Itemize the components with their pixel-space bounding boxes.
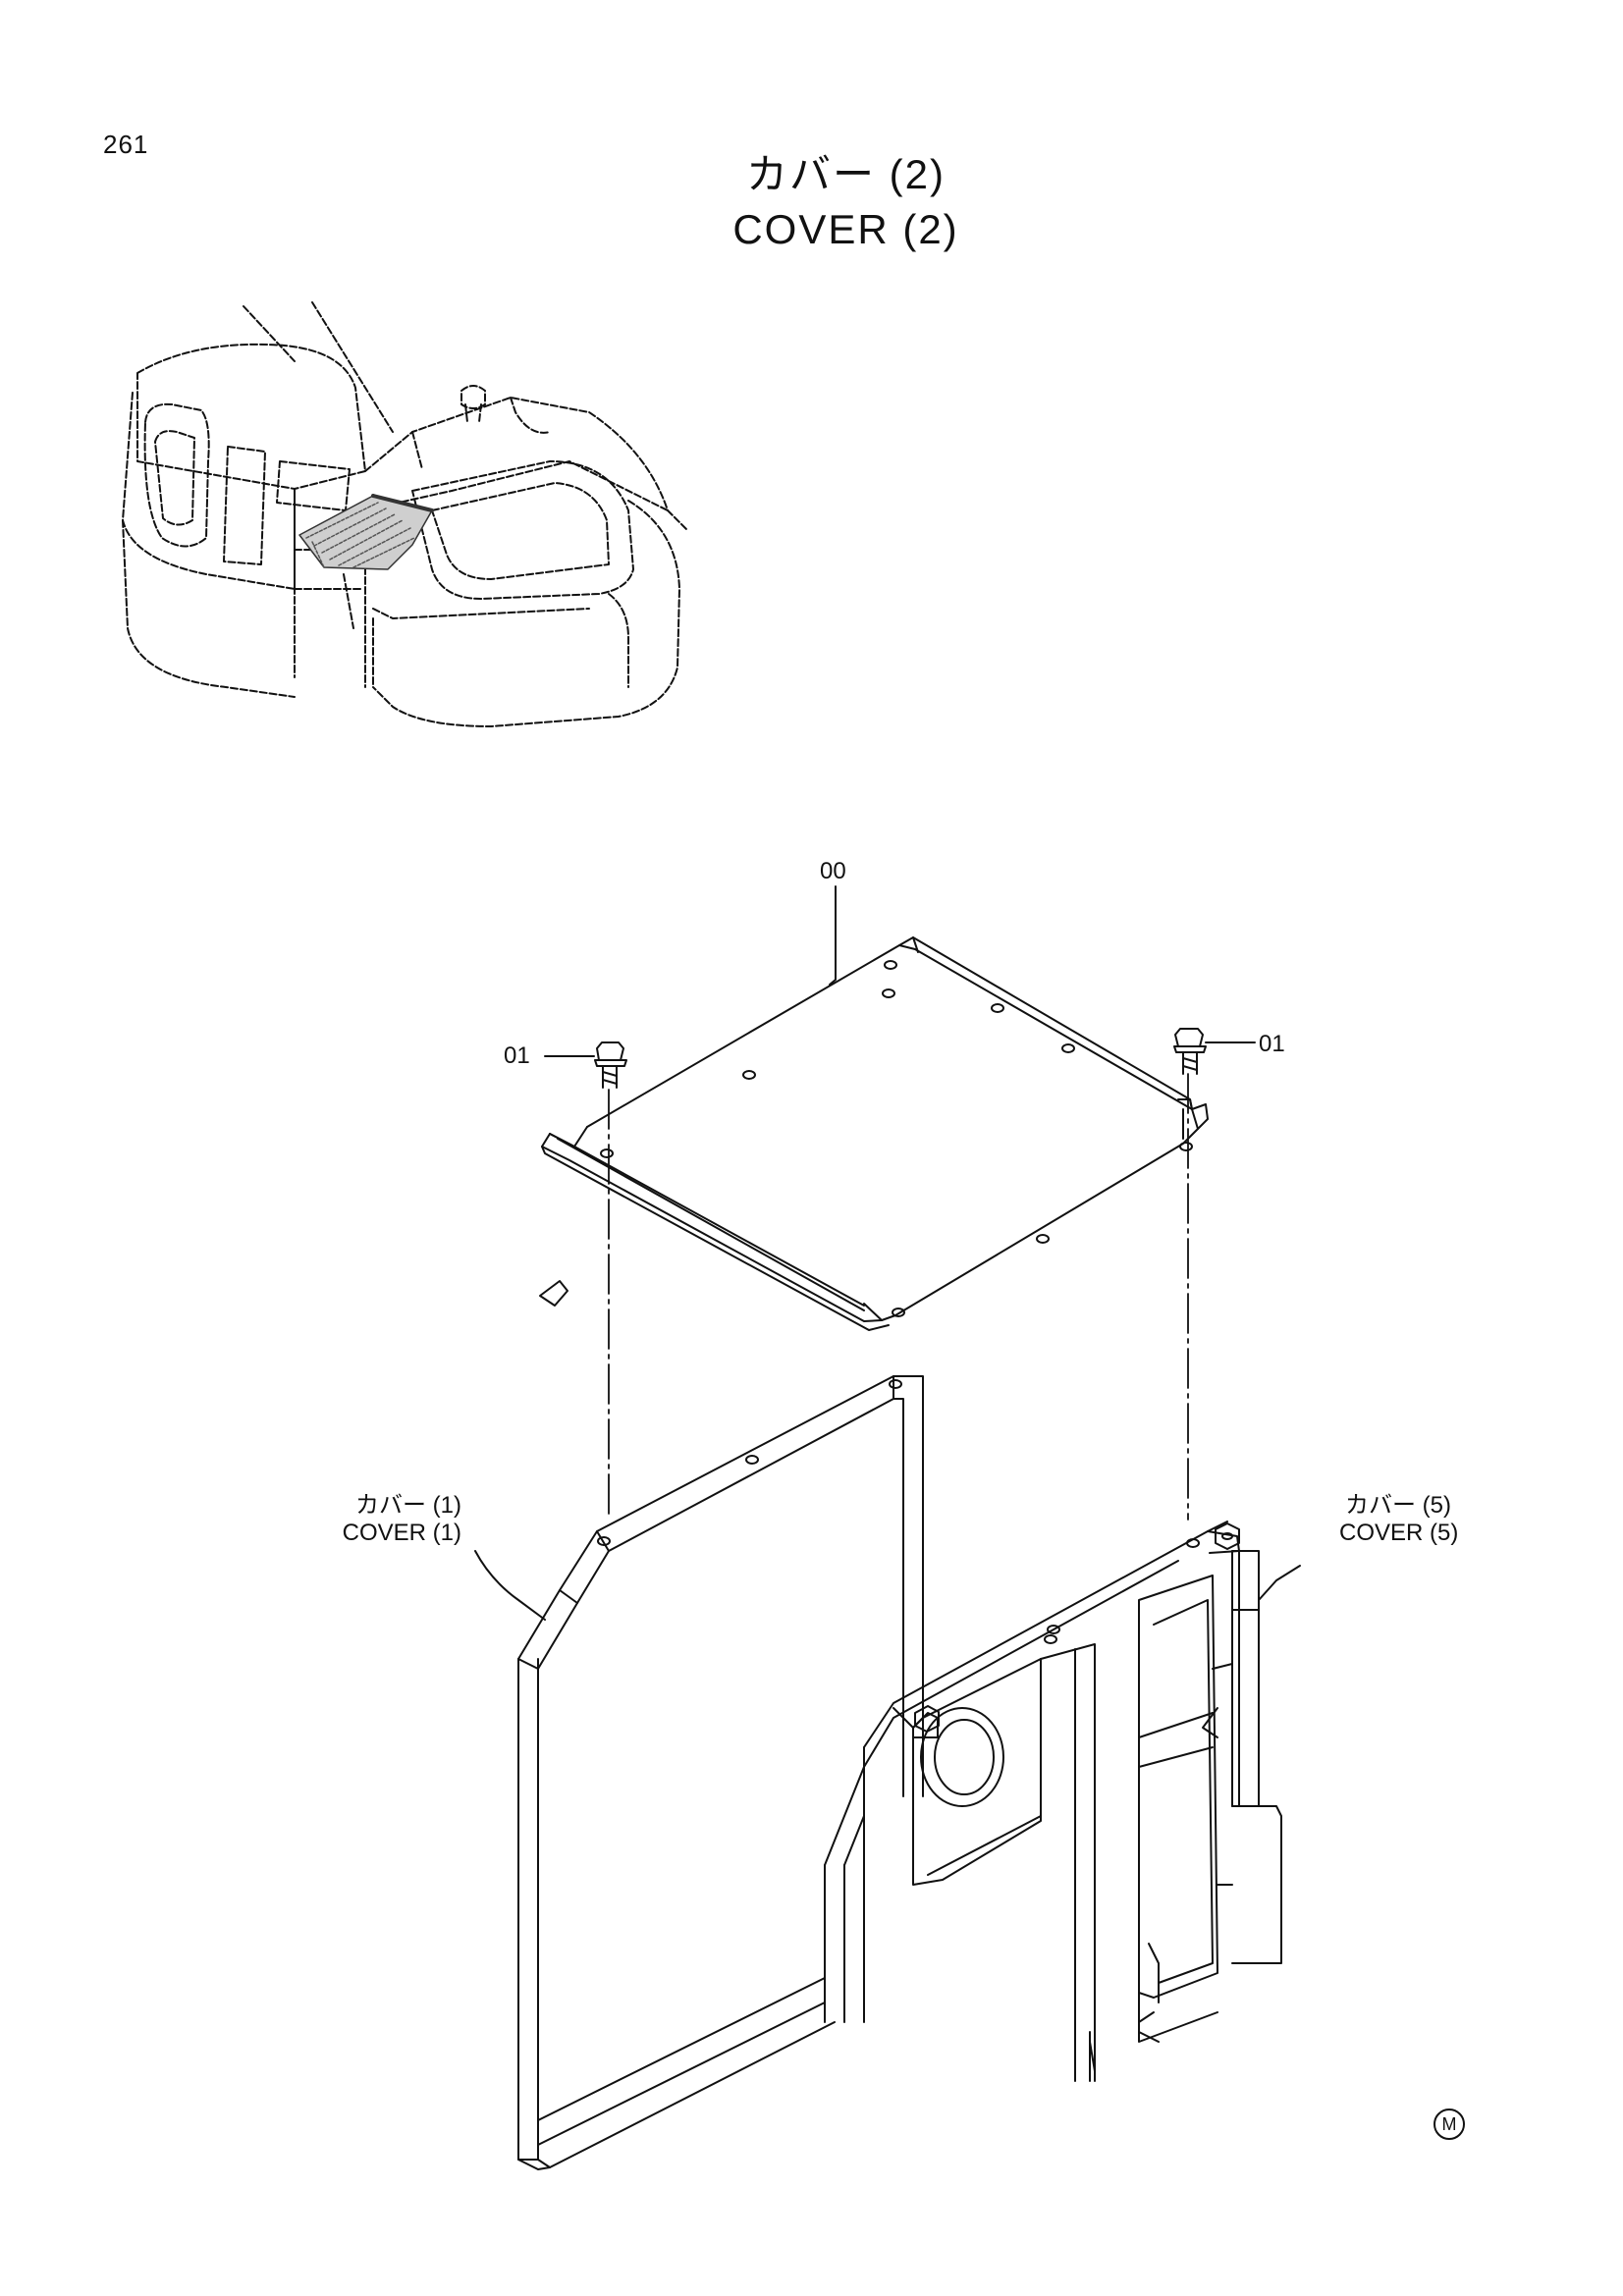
callout-bolt-left-01: 01 xyxy=(504,1042,530,1069)
bolt-left-01 xyxy=(545,1042,626,1088)
cover-1-label-jp: カバー (1) xyxy=(355,1492,461,1519)
callout-bolt-right-01: 01 xyxy=(1259,1031,1285,1057)
bolt-right-01 xyxy=(1174,1029,1255,1074)
callout-cover-5: カバー (5) COVER (5) xyxy=(1339,1492,1458,1547)
callout-cover-1: カバー (1) COVER (1) xyxy=(324,1492,461,1547)
cover-5-label-en: COVER (5) xyxy=(1339,1520,1459,1546)
cover-plate-00 xyxy=(540,886,1208,1330)
title-english: COVER (2) xyxy=(732,206,959,252)
page-title: カバー (2) COVER (2) xyxy=(0,147,1623,257)
page-number: 261 xyxy=(103,130,149,159)
alignment-lines xyxy=(609,1074,1188,1520)
cover-5-frame xyxy=(825,1522,1300,2081)
title-japanese: カバー (2) xyxy=(745,151,946,197)
callout-part-00: 00 xyxy=(820,858,846,884)
cover-1-frame xyxy=(475,1376,923,2169)
cover-5-label-jp: カバー (5) xyxy=(1345,1492,1451,1519)
machine-overview-illustration xyxy=(123,302,687,726)
footer-mark: M xyxy=(1434,2109,1465,2140)
highlighted-cover-area xyxy=(299,496,432,569)
cover-1-label-en: COVER (1) xyxy=(342,1520,461,1546)
